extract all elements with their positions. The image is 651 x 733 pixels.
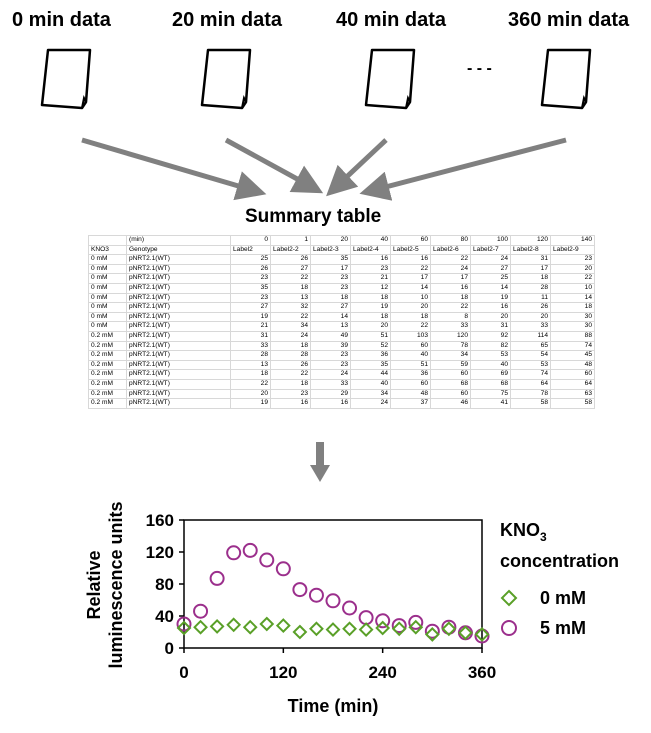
y-tick-label: 80 — [155, 575, 174, 594]
y-axis-label-line1: Relative — [84, 550, 104, 619]
arrow-40min — [326, 138, 388, 197]
legend-title: KNO3 — [500, 520, 547, 544]
data-point-0mM — [176, 620, 192, 636]
data-point-5mM — [325, 593, 341, 609]
data-point-0mM — [424, 626, 440, 642]
document-icon-20min — [200, 48, 252, 110]
legend-title-subscript: 3 — [540, 530, 547, 544]
x-tick-label: 0 — [179, 663, 188, 682]
legend: KNO3 concentration 0 mM 5 mM — [500, 520, 619, 638]
data-point-0mM — [193, 619, 208, 635]
data-point-0mM — [292, 624, 308, 640]
data-point-0mM — [209, 618, 225, 634]
data-point-5mM — [375, 613, 391, 629]
data-point-5mM — [292, 582, 308, 598]
data-point-5mM — [391, 618, 407, 634]
data-point-5mM — [176, 616, 192, 632]
file-label-360min: 360 min data — [508, 9, 630, 31]
data-point-5mM — [193, 603, 209, 619]
data-point-5mM — [259, 552, 275, 568]
data-point-5mM — [424, 623, 440, 639]
legend-label-0mM: 0 mM — [540, 588, 586, 608]
y-tick-label: 0 — [165, 639, 174, 658]
data-point-0mM — [391, 621, 407, 637]
legend-marker-0mM — [500, 589, 518, 607]
arrow-down — [310, 442, 330, 482]
data-point-5mM — [408, 614, 424, 630]
data-point-5mM — [457, 625, 473, 641]
arrow-20min — [224, 137, 324, 194]
data-point-0mM — [375, 620, 391, 636]
data-point-0mM — [441, 621, 457, 637]
data-point-0mM — [342, 621, 357, 637]
data-point-0mM — [259, 616, 275, 632]
data-point-5mM — [242, 542, 258, 558]
data-point-0mM — [358, 622, 374, 638]
file-label-40min: 40 min data — [336, 9, 447, 31]
data-point-5mM — [209, 570, 225, 586]
data-point-0mM — [275, 618, 291, 634]
y-tick-label: 40 — [155, 607, 174, 626]
files-flow-graphic — [40, 48, 592, 201]
data-point-0mM — [226, 617, 242, 633]
arrow-0min — [81, 137, 267, 201]
document-icon-40min — [364, 48, 416, 110]
data-point-0mM — [408, 619, 424, 635]
arrow-360min — [359, 137, 567, 201]
x-tick-label: 120 — [269, 663, 297, 682]
file-label-0min: 0 min data — [12, 9, 111, 31]
data-point-5mM — [358, 610, 374, 626]
y-tick-label: 120 — [146, 543, 174, 562]
legend-title-line2: concentration — [500, 551, 619, 571]
x-tick-label: 360 — [468, 663, 496, 682]
document-icon-0min — [40, 48, 92, 110]
data-point-0mM — [474, 626, 490, 642]
data-point-0mM — [458, 625, 473, 641]
document-icon-360min — [540, 48, 592, 110]
table-cell: 58 — [550, 398, 595, 409]
data-point-5mM — [308, 587, 324, 603]
file-label-20min: 20 min data — [172, 9, 283, 31]
legend-label-5mM: 5 mM — [540, 618, 586, 638]
x-tick-label: 240 — [368, 663, 396, 682]
x-axis-label: Time (min) — [288, 696, 379, 716]
data-point-5mM — [342, 600, 358, 616]
data-point-0mM — [309, 621, 324, 637]
data-point-0mM — [325, 622, 341, 638]
data-point-0mM — [242, 619, 258, 635]
y-axis-label-line2: luminescence units — [106, 501, 126, 668]
y-axis-label: Relative luminescence units — [84, 501, 126, 668]
legend-marker-5mM — [501, 620, 517, 636]
data-point-5mM — [226, 545, 242, 561]
summary-table-title: Summary table — [245, 206, 382, 227]
y-tick-label: 160 — [146, 511, 174, 530]
data-point-5mM — [275, 561, 291, 577]
ellipsis-more-files: - - - — [467, 60, 492, 77]
